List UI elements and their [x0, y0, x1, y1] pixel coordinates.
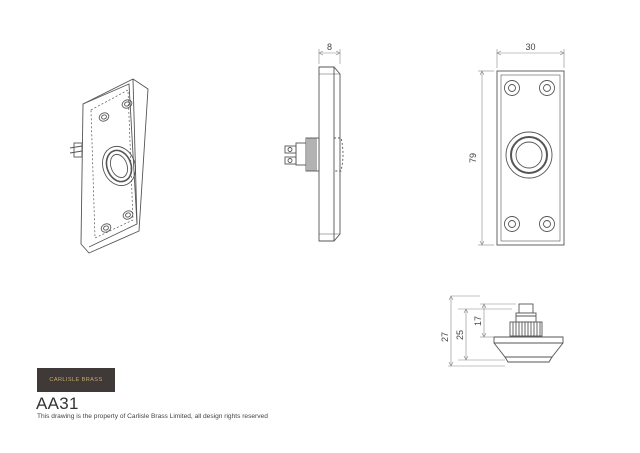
isometric-view	[69, 78, 149, 254]
side-view	[284, 66, 344, 242]
screw-hole-top-left	[504, 80, 520, 96]
front-height-label: 79	[468, 153, 478, 163]
base-view	[493, 303, 564, 363]
footer-note: This drawing is the property of Carlisle…	[37, 413, 268, 420]
front-view	[496, 70, 565, 246]
screw-hole-bottom-left	[504, 216, 520, 232]
base-total-height-label: 27	[440, 332, 450, 342]
base-dimensions	[448, 295, 516, 367]
brand-logo-text: CARLISLE BRASS	[49, 377, 103, 383]
front-height-dimension	[478, 70, 494, 246]
base-mid-height-label: 25	[455, 330, 465, 340]
bell-button	[505, 131, 553, 179]
product-code: AA31	[36, 394, 79, 413]
screw-hole-top-right	[539, 80, 555, 96]
side-depth-dimension	[318, 49, 341, 64]
base-button-height-label: 17	[473, 316, 483, 326]
side-depth-label: 8	[327, 42, 332, 52]
front-width-label: 30	[525, 42, 535, 52]
front-width-dimension	[496, 49, 565, 68]
brand-logo: CARLISLE BRASS	[37, 368, 115, 392]
screw-hole-bottom-right	[539, 216, 555, 232]
